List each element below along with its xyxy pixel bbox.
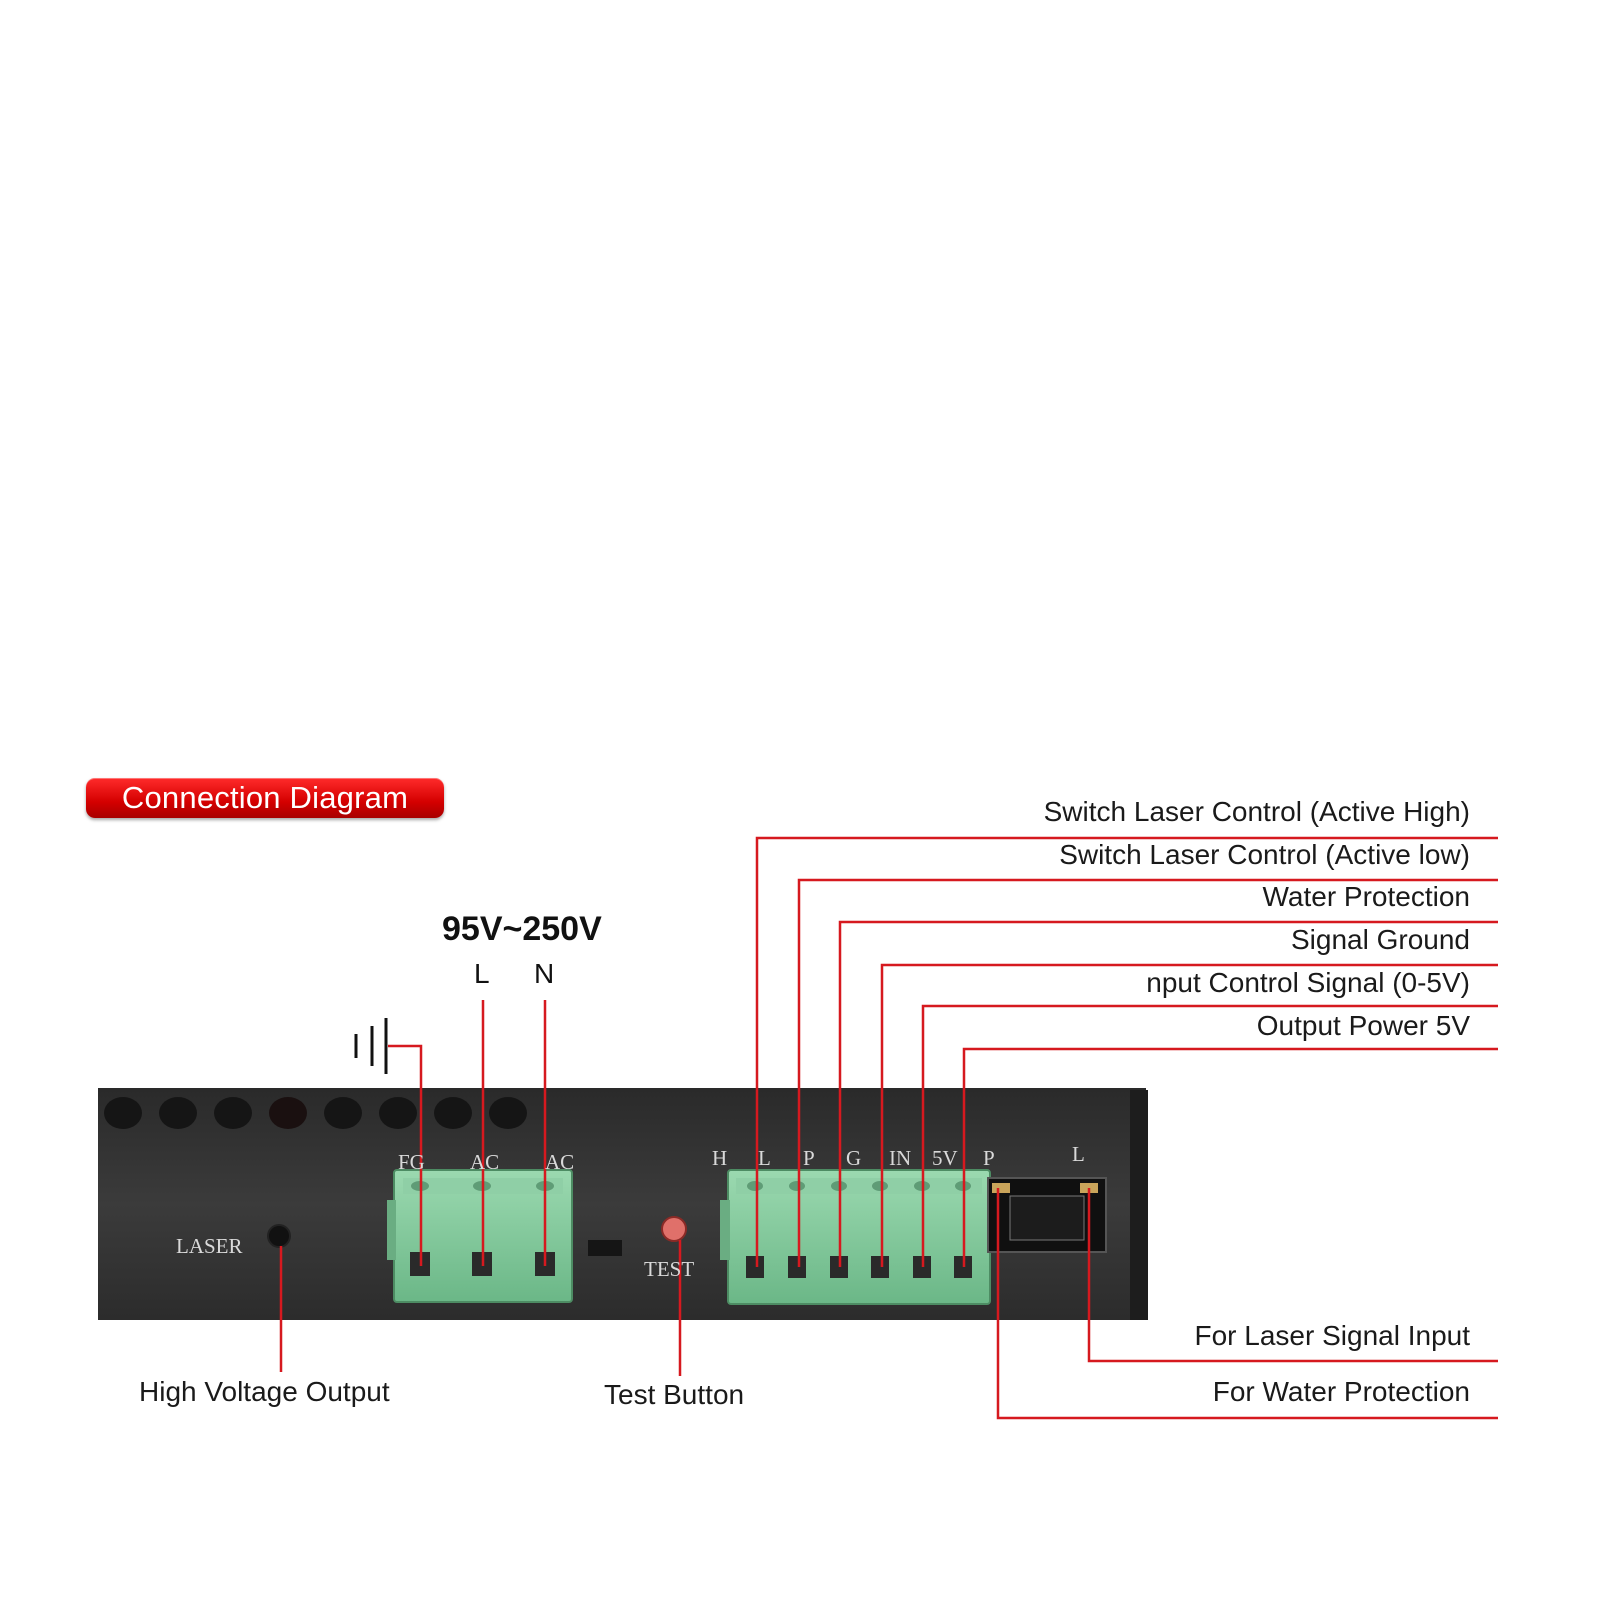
terminal-flange [720, 1200, 730, 1260]
leader-in [921, 1004, 1498, 1267]
port-label-p: P [983, 1146, 995, 1170]
terminal-label-g: G [846, 1146, 862, 1170]
test-button [661, 1216, 687, 1242]
port-opening [1009, 1195, 1085, 1241]
vent-hole [379, 1097, 417, 1129]
terminal-label-5v: 5V [932, 1146, 958, 1170]
terminal-screw [747, 1181, 763, 1191]
vent-hole [269, 1097, 307, 1129]
callout-laser-signal-input: For Laser Signal Input [1194, 1320, 1471, 1351]
terminal-label-l: L [758, 1146, 771, 1170]
neutral-label: N [534, 958, 555, 989]
ground-symbol [354, 1018, 388, 1074]
callout-water-protection: Water Protection [1262, 881, 1470, 912]
terminal-label-p: P [803, 1146, 815, 1170]
callout-input-control: nput Control Signal (0-5V) [1146, 967, 1470, 998]
panel-side-edge [1130, 1090, 1148, 1320]
terminal-screw-row [736, 1178, 982, 1194]
signal-terminal-block [720, 1169, 991, 1305]
vent-hole [104, 1097, 142, 1129]
callout-port-water-protection: For Water Protection [1212, 1376, 1470, 1407]
terminal-flange [387, 1200, 396, 1260]
vent-hole [489, 1097, 527, 1129]
leader-h [755, 836, 1498, 1267]
leader-port-p [996, 1188, 1498, 1420]
leader-p [838, 920, 1498, 1267]
leader-fg [388, 1044, 423, 1266]
terminal-socket [871, 1256, 889, 1278]
high-voltage-output-port [267, 1224, 291, 1248]
leader-5v [962, 1047, 1498, 1267]
terminal-screw [872, 1181, 888, 1191]
callout-active-low: Switch Laser Control (Active low) [1059, 839, 1470, 870]
callout-signal-ground: Signal Ground [1290, 924, 1470, 955]
terminal-screw [789, 1181, 805, 1191]
terminal-label-ac: AC [470, 1150, 500, 1174]
leader-lines [279, 836, 1498, 1420]
vent-hole [159, 1097, 197, 1129]
live-label: L [474, 958, 490, 989]
leader-g [880, 963, 1498, 1267]
leader-port-l [1087, 1188, 1498, 1363]
callout-high-voltage-output: High Voltage Output [139, 1376, 390, 1407]
terminal-socket [746, 1256, 764, 1278]
vent-holes [104, 1097, 527, 1129]
vent-hole [324, 1097, 362, 1129]
test-button-label: TEST [644, 1257, 695, 1281]
panel-slot [588, 1240, 622, 1256]
laser-port-label: LASER [176, 1234, 243, 1258]
vent-hole [434, 1097, 472, 1129]
diagram-title-badge: Connection Diagram [86, 778, 444, 818]
signal-port [987, 1177, 1107, 1253]
water-protection-led [992, 1183, 1010, 1193]
terminal-socket [788, 1256, 806, 1278]
vent-hole [214, 1097, 252, 1129]
callout-output-power: Output Power 5V [1256, 1010, 1470, 1041]
callout-test-button: Test Button [604, 1379, 745, 1410]
callout-active-high: Switch Laser Control (Active High) [1043, 796, 1470, 827]
terminal-label-in: IN [889, 1146, 912, 1170]
terminal-label-ac: AC [545, 1150, 575, 1174]
terminal-label-fg: FG [398, 1150, 425, 1174]
input-voltage-label: 95V~250V [442, 910, 602, 948]
terminal-label-h: H [712, 1146, 728, 1170]
leader-l [797, 878, 1498, 1267]
port-label-l: L [1072, 1142, 1085, 1166]
